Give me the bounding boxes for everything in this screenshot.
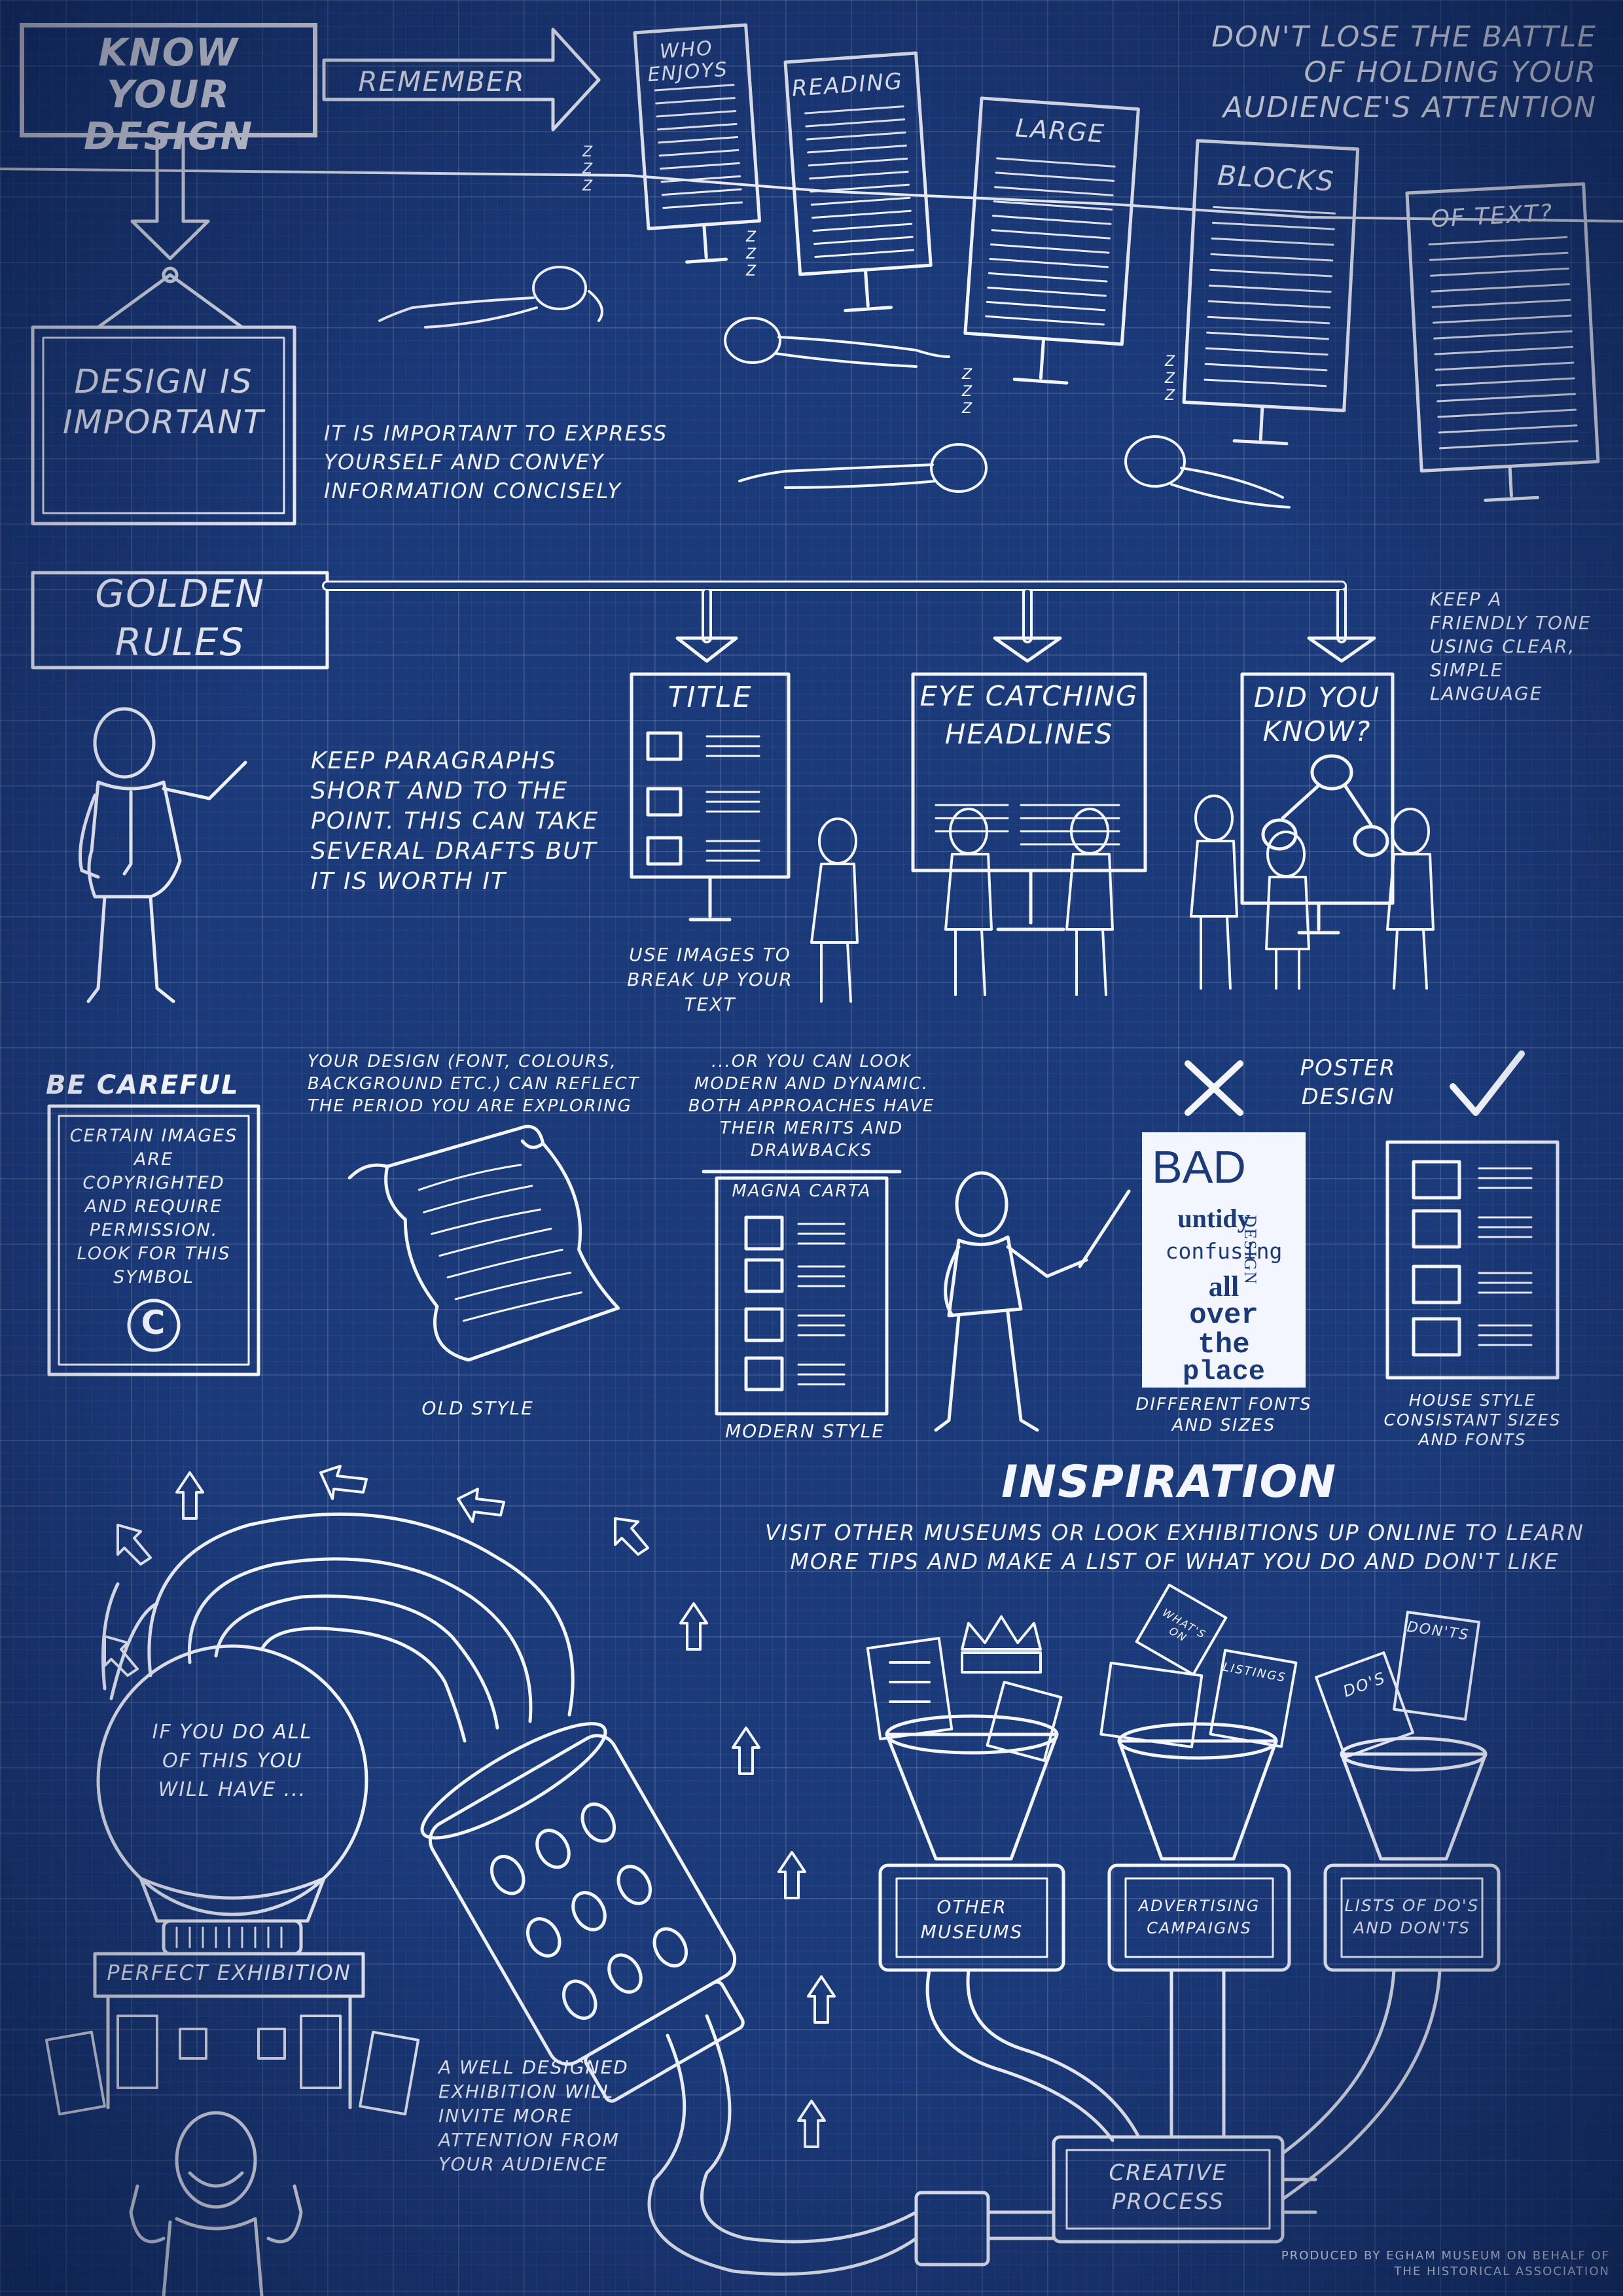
friendly-tone-note: KEEP A FRIENDLY TONE USING CLEAR, SIMPLE… <box>1430 588 1592 704</box>
be-careful-title: BE CAREFUL <box>46 1070 240 1100</box>
cross-mark <box>1185 1060 1243 1116</box>
magna-carta-label: MAGNA CARTA <box>732 1181 872 1201</box>
if-you-do-all-note: IF YOU DO ALL OF THIS YOU WILL HAVE ... <box>152 1721 313 1801</box>
board-headlines-label: EYE CATCHING HEADLINES <box>919 680 1139 750</box>
top-divider-line <box>0 168 1623 223</box>
old-style-scroll <box>348 1124 620 1362</box>
old-style-label: OLD STYLE <box>421 1397 534 1419</box>
sleep-zs-4: Z Z Z <box>1165 353 1177 404</box>
sleeping-figure-1 <box>378 266 603 329</box>
funnel-lists <box>1281 1736 1501 2201</box>
design-is-important: DESIGN IS IMPORTANT <box>62 363 265 441</box>
remember-label: REMEMBER <box>358 65 526 98</box>
bad-poster-place: place <box>1182 1356 1266 1388</box>
funnel-advertising-label: ADVERTISING CAMPAIGNS <box>1138 1897 1260 1937</box>
house-style-label: HOUSE STYLE CONSISTANT SIZES AND FONTS <box>1383 1391 1561 1449</box>
bad-poster-untidy: untidy <box>1177 1204 1251 1233</box>
sleep-zs-1: Z Z Z <box>582 144 594 194</box>
board-label-who-enjoys: WHO ENJOYS <box>647 37 729 87</box>
exhibition-boards <box>45 2015 420 2116</box>
poster-design-label: POSTER DESIGN <box>1300 1055 1397 1110</box>
viewer-figures <box>810 795 1435 1003</box>
golden-rules-title: GOLDEN RULES <box>95 571 265 664</box>
use-images-note: USE IMAGES TO BREAK UP YOUR TEXT <box>627 944 793 1015</box>
inspiration-note: VISIT OTHER MUSEUMS OR LOOK EXHIBITIONS … <box>765 1520 1584 1574</box>
sleeping-figure-4 <box>1124 435 1291 509</box>
board-did-you-know-label: DID YOU KNOW? <box>1253 681 1381 747</box>
tick-mark <box>1450 1050 1525 1116</box>
crown <box>961 1615 1042 1651</box>
modern-note: ...OR YOU CAN LOOK MODERN AND DYNAMIC. B… <box>688 1052 935 1160</box>
inspiration-title: INSPIRATION <box>1001 1456 1338 1508</box>
bad-poster-over: over <box>1189 1299 1258 1332</box>
funnel-other-museums-label: OTHER MUSEUMS <box>920 1896 1024 1943</box>
bad-poster-confusing: confusing <box>1165 1238 1283 1264</box>
board-title-label: TITLE <box>668 681 753 714</box>
sleeping-figure-3 <box>738 443 988 493</box>
presenter-figure <box>79 707 247 1003</box>
machine-hose <box>647 2014 918 2276</box>
produced-by-note: PRODUCED BY EGHAM MUSEUM ON BEHALF OF TH… <box>1281 2249 1610 2278</box>
well-designed-note: A WELL DESIGNED EXHIBITION WILL INVITE M… <box>438 2056 629 2175</box>
bad-poster-bad: BAD <box>1152 1141 1246 1193</box>
battle-heading: DON'T LOSE THE BATTLE OF HOLDING YOUR AU… <box>1211 20 1597 124</box>
sleep-zs-3: Z Z Z <box>962 367 974 417</box>
different-fonts-label: DIFFERENT FONTS AND SIZES <box>1135 1395 1312 1435</box>
express-yourself-note: IT IS IMPORTANT TO EXPRESS YOURSELF AND … <box>324 421 668 503</box>
perfect-exhibition-label: PERFECT EXHIBITION <box>107 1960 351 1985</box>
know-your-design-title: KNOW YOUR DESIGN <box>83 30 254 158</box>
keep-paragraphs-note: KEEP PARAGRAPHS SHORT AND TO THE POINT. … <box>311 747 599 895</box>
happy-figure <box>129 2111 303 2296</box>
bad-poster-all: all <box>1208 1270 1240 1302</box>
sleep-zs-2: Z Z Z <box>746 229 758 279</box>
bad-poster: BAD DESIGN untidy confusing all over the… <box>1142 1132 1306 1388</box>
copyright-symbol: C <box>141 1304 167 1342</box>
funnel-lists-label: LISTS OF DO'S AND DON'TS <box>1344 1896 1480 1937</box>
hose-coupling <box>914 2191 990 2267</box>
good-poster <box>1385 1140 1560 1380</box>
pointer-figure <box>934 1171 1131 1432</box>
period-note: YOUR DESIGN (FONT, COLOURS, BACKGROUND E… <box>308 1052 640 1116</box>
machine-pipes <box>101 1512 575 1743</box>
golden-rules-connector <box>322 581 1347 643</box>
sleeping-figure-2 <box>724 317 950 368</box>
copyright-note: CERTAIN IMAGES ARE COPYRIGHTED AND REQUI… <box>69 1126 238 1287</box>
modern-style-label: MODERN STYLE <box>724 1420 885 1442</box>
magna-carta-poster <box>702 1170 902 1416</box>
creative-process-label: CREATIVE PROCESS <box>1109 2160 1228 2215</box>
